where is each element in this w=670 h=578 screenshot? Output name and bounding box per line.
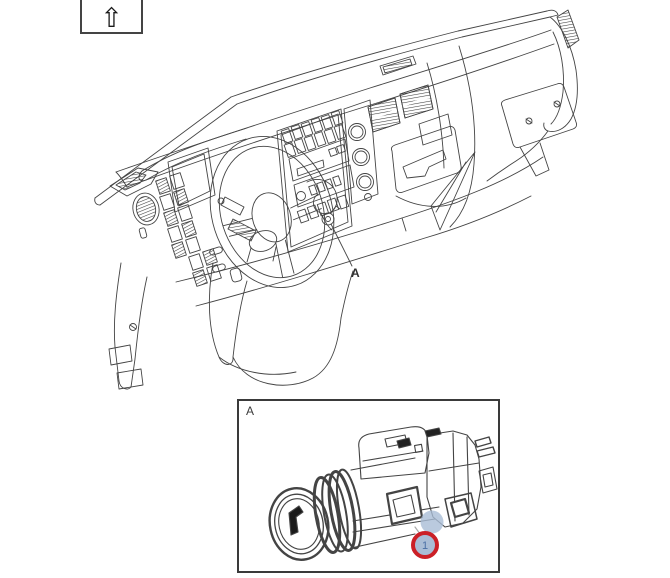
left-end	[109, 167, 160, 226]
callout-1-number: 1	[422, 540, 428, 552]
steering-column	[217, 196, 341, 263]
dash-top-surface	[115, 29, 555, 188]
ignition-switch	[321, 212, 335, 226]
right-end-vent	[556, 9, 580, 49]
right-end-panel	[500, 82, 578, 149]
ignition-lock-cylinder-drawing: 1	[268, 426, 498, 561]
center-stack	[276, 108, 355, 253]
switch-window	[385, 485, 424, 526]
right-end-cap	[486, 9, 580, 182]
callout-1[interactable]	[411, 531, 439, 559]
top-switch-block	[358, 426, 430, 480]
key-slot	[288, 505, 304, 536]
center-console	[208, 262, 354, 386]
windshield-lines	[94, 9, 559, 206]
connector-housing	[424, 427, 498, 528]
steering-wheel	[209, 136, 335, 288]
lock-face	[268, 487, 330, 561]
connector-pin	[474, 436, 492, 448]
stalk	[227, 218, 257, 242]
up-arrow-icon: ⇧	[100, 3, 123, 34]
radio-unit-2	[293, 164, 355, 208]
left-vent	[135, 196, 157, 222]
leader-line-a	[330, 223, 353, 267]
up-arrow-box: ⇧	[80, 0, 143, 34]
collar-rings	[312, 468, 363, 554]
radio-unit	[288, 138, 350, 182]
hvac-knob-panel	[343, 99, 379, 205]
detail-view-box: A	[237, 399, 500, 573]
left-switch-panel	[138, 172, 226, 287]
instrument-cluster	[138, 127, 248, 213]
glovebox	[390, 125, 462, 194]
center-vents	[367, 84, 434, 133]
cylinder-body	[350, 457, 440, 549]
callout-highlight-dot	[420, 510, 444, 534]
connector-pin	[476, 446, 496, 458]
detail-box-label: A	[246, 404, 255, 418]
lower-support-bracket	[430, 151, 476, 231]
right-dash-face	[175, 45, 544, 307]
figure-callout-a: A	[351, 266, 360, 280]
left-kick-panel	[108, 262, 148, 390]
